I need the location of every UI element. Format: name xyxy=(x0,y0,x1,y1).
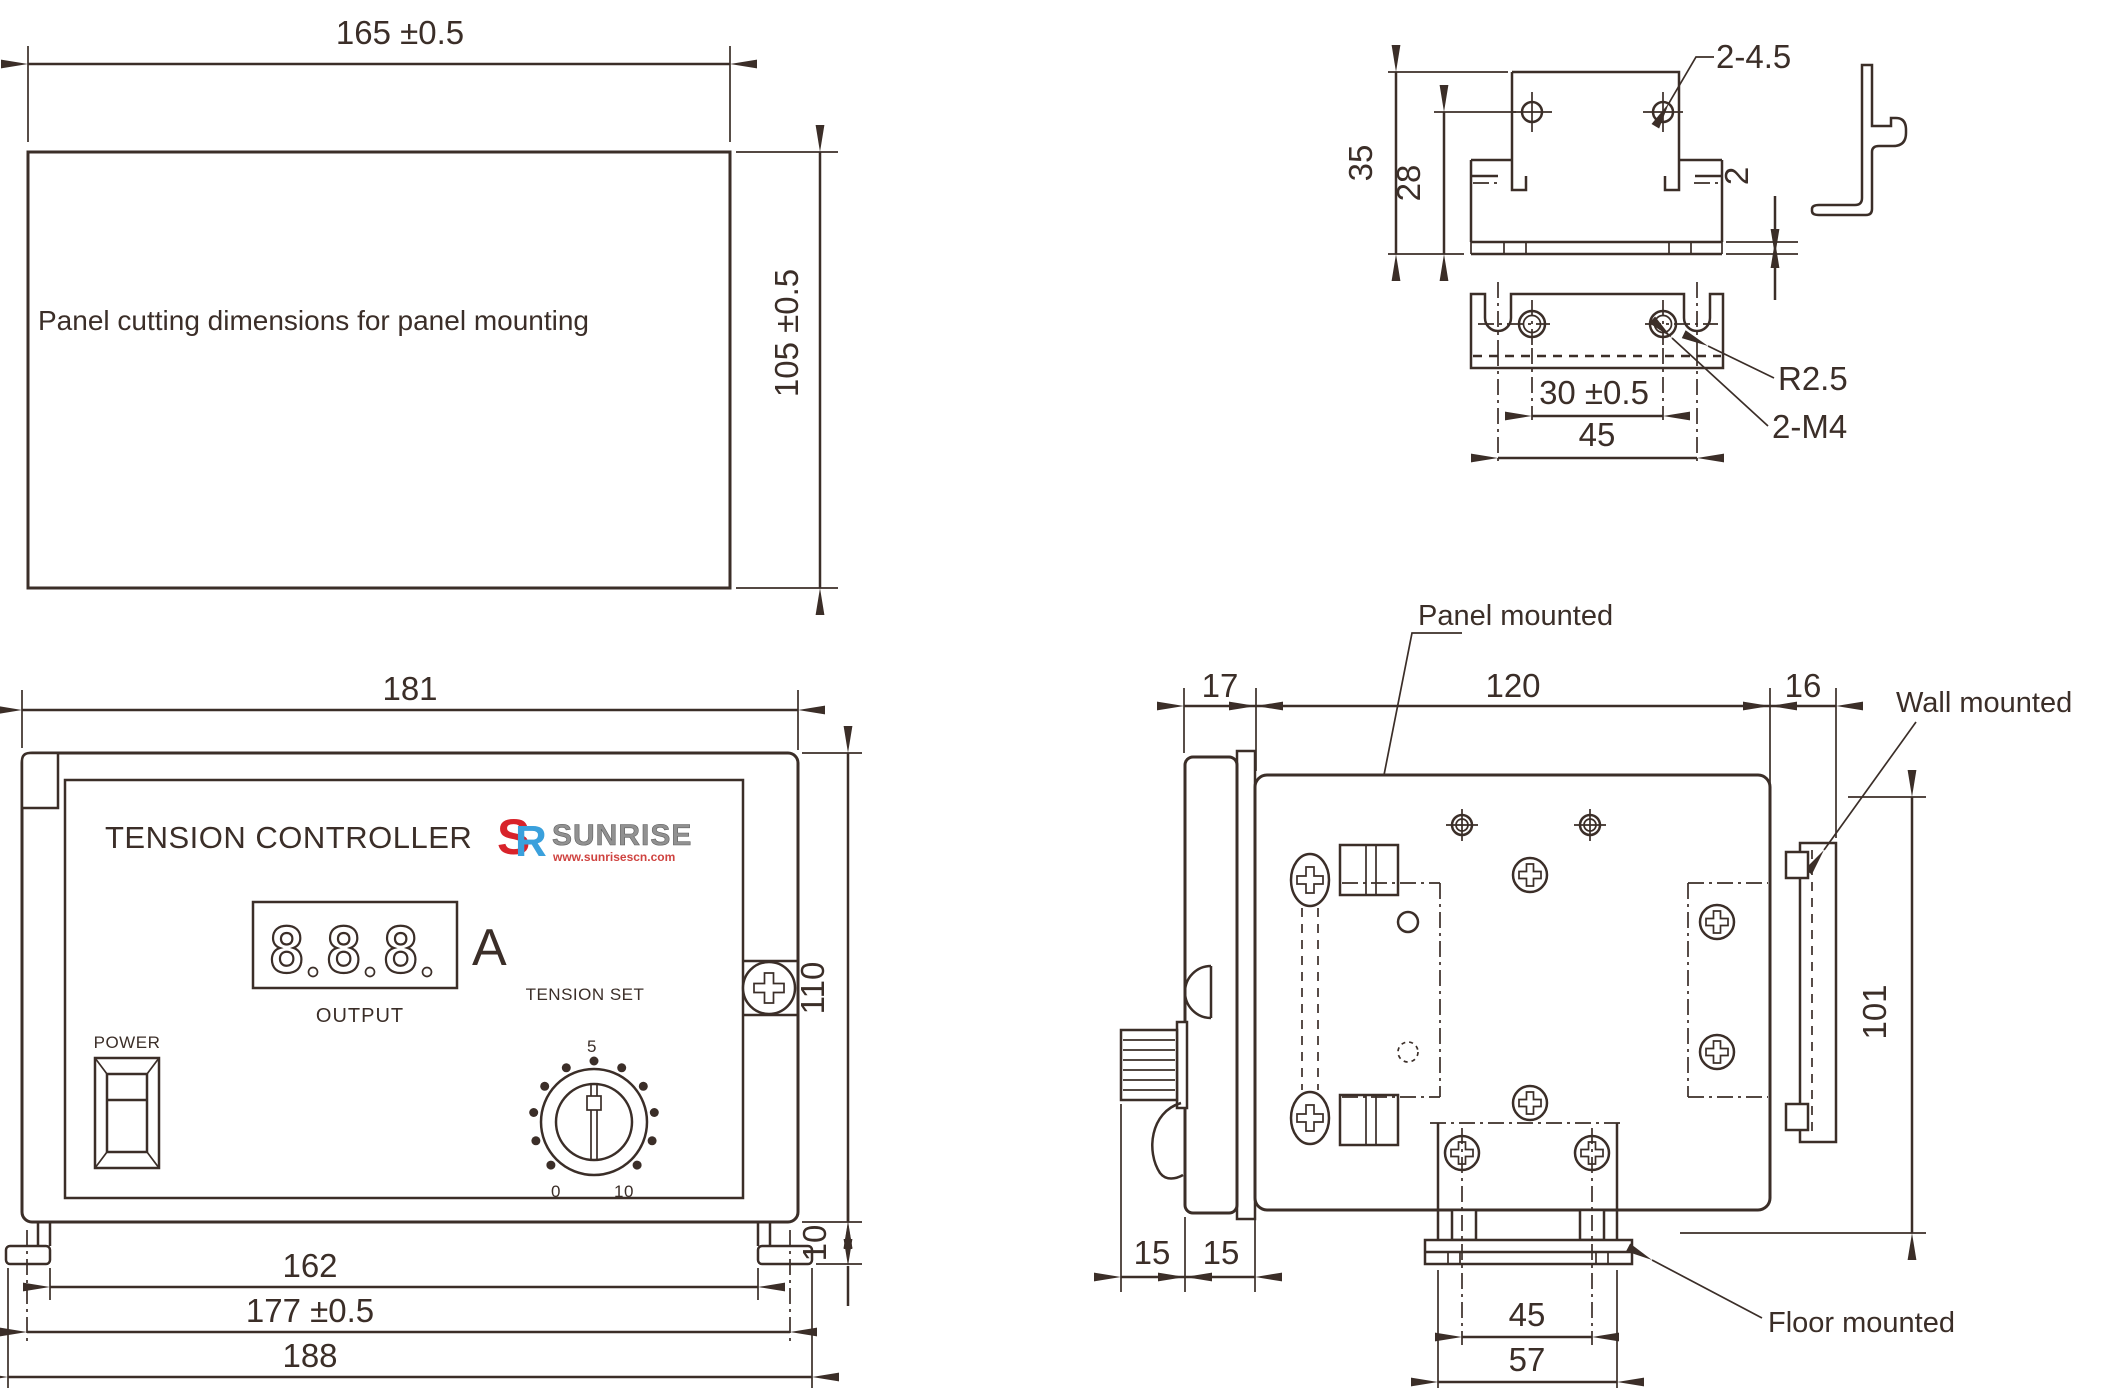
front-screw-side xyxy=(1183,964,1213,1020)
wall-bracket xyxy=(1784,841,1838,1144)
dim-177: 177 ±0.5 xyxy=(246,1292,374,1329)
output-label: OUTPUT xyxy=(316,1005,404,1027)
knob-pointer-marker xyxy=(586,1095,602,1111)
bracket-hole-spacing-dim: 30 ±0.5 xyxy=(1539,374,1649,411)
decimal-point-3 xyxy=(421,966,433,978)
dim-15b: 15 xyxy=(1203,1234,1240,1271)
bottom-left-hook xyxy=(4,1244,52,1266)
dim-45: 45 xyxy=(1509,1296,1546,1333)
wall-bracket-screw-top[interactable] xyxy=(1698,903,1736,941)
cutout-height-dim: 105 ±0.5 xyxy=(768,269,805,397)
side-mounting-view: Panel mounted Wall mounted 17 120 16 xyxy=(1094,600,2072,1388)
dim-188: 188 xyxy=(282,1337,337,1374)
dim-101: 101 xyxy=(1856,984,1893,1039)
decimal-point-2 xyxy=(364,966,376,978)
bottom-right-hook xyxy=(756,1244,814,1266)
bracket-hole-callout: 2-4.5 xyxy=(1716,38,1791,75)
panel-height-dim: 110 xyxy=(794,962,831,1015)
bracket-top-plate xyxy=(1510,70,1681,192)
knob-side[interactable] xyxy=(1119,1028,1179,1102)
dim-15a: 15 xyxy=(1134,1234,1171,1271)
wall-mounted-label: Wall mounted xyxy=(1896,687,2072,719)
logo-r-icon: R xyxy=(515,817,547,866)
front-panel-view: 181 TENSION CONTROLLER S R SUNRISE www.s… xyxy=(0,670,862,1388)
panel-screw-phillips-icon xyxy=(753,972,785,1004)
knob-mid-label: 5 xyxy=(587,1037,597,1056)
power-switch-rocker[interactable] xyxy=(105,1072,149,1154)
top-mounting-holes xyxy=(1446,809,1606,841)
dim-16: 16 xyxy=(1785,667,1822,704)
display-digit-1: 8 xyxy=(268,914,305,987)
dim-57: 57 xyxy=(1509,1341,1546,1378)
floor-mounted-label: Floor mounted xyxy=(1768,1307,1955,1339)
clamp-screw-top[interactable] xyxy=(1289,852,1331,908)
bracket-slot-spacing-dim: 45 xyxy=(1579,416,1616,453)
cutout-note: Panel cutting dimensions for panel mount… xyxy=(38,305,589,336)
device-title: TENSION CONTROLLER xyxy=(105,820,472,855)
tension-set-label: TENSION SET xyxy=(526,985,645,1004)
decimal-point-1 xyxy=(307,966,319,978)
panel-clip-top xyxy=(1338,843,1400,897)
bracket-bottom-view xyxy=(1469,292,1725,370)
bracket-height-dim: 35 xyxy=(1342,145,1379,182)
power-rocker-side[interactable] xyxy=(1151,1101,1184,1180)
panel-screw xyxy=(741,960,797,1016)
power-switch[interactable] xyxy=(93,1056,161,1170)
display-digit-2: 8 xyxy=(325,914,362,987)
top-left-mount-tab xyxy=(20,751,60,810)
flange-hole xyxy=(1396,910,1420,934)
bracket-hole-height-dim: 28 xyxy=(1390,165,1427,202)
front-face-plate xyxy=(1235,749,1257,1221)
knob-scale-dots xyxy=(529,1056,659,1170)
logo-s-icon: S xyxy=(497,809,530,865)
bracket-side-profile xyxy=(1810,63,1908,217)
cover-screw-bottom[interactable] xyxy=(1511,1084,1549,1122)
ampere-unit: A xyxy=(472,919,507,977)
bracket-detail-view: 2-4.5 35 28 2 30 ±0.5 45 R2.5 2- xyxy=(1342,38,1908,463)
power-label: POWER xyxy=(94,1033,161,1052)
bracket-thickness-dim: 2 xyxy=(1718,167,1755,185)
cutout-rectangle xyxy=(26,150,732,590)
bracket-radius-callout: R2.5 xyxy=(1778,360,1848,397)
flange-hole-hidden xyxy=(1397,1041,1419,1063)
logo-name: SUNRISE xyxy=(552,819,692,852)
panel-width-dim: 181 xyxy=(382,670,437,707)
cutout-width-dim: 165 ±0.5 xyxy=(336,14,464,51)
tension-knob[interactable] xyxy=(554,1082,634,1162)
panel-clip-bottom xyxy=(1338,1093,1400,1147)
hook-depth-dim: 10 xyxy=(796,1225,833,1262)
knob-min-label: 0 xyxy=(551,1182,561,1201)
knob-max-label: 10 xyxy=(614,1182,634,1201)
cover-screw-top[interactable] xyxy=(1511,856,1549,894)
controller-body xyxy=(1253,773,1772,1212)
dim-162: 162 xyxy=(282,1247,337,1284)
panel-cutout-view: 165 ±0.5 Panel cutting dimensions for pa… xyxy=(1,14,838,615)
dim-120: 120 xyxy=(1485,667,1540,704)
panel-mounted-label: Panel mounted xyxy=(1418,600,1613,632)
wall-bracket-screw-bottom[interactable] xyxy=(1698,1033,1736,1071)
display-digit-3: 8 xyxy=(382,914,419,987)
clamp-screw-bottom[interactable] xyxy=(1289,1090,1331,1146)
bracket-thread-callout: 2-M4 xyxy=(1772,408,1847,445)
knob-collar-side xyxy=(1175,1020,1189,1110)
dim-17: 17 xyxy=(1202,667,1239,704)
logo-url: www.sunrisescn.com xyxy=(552,850,675,864)
